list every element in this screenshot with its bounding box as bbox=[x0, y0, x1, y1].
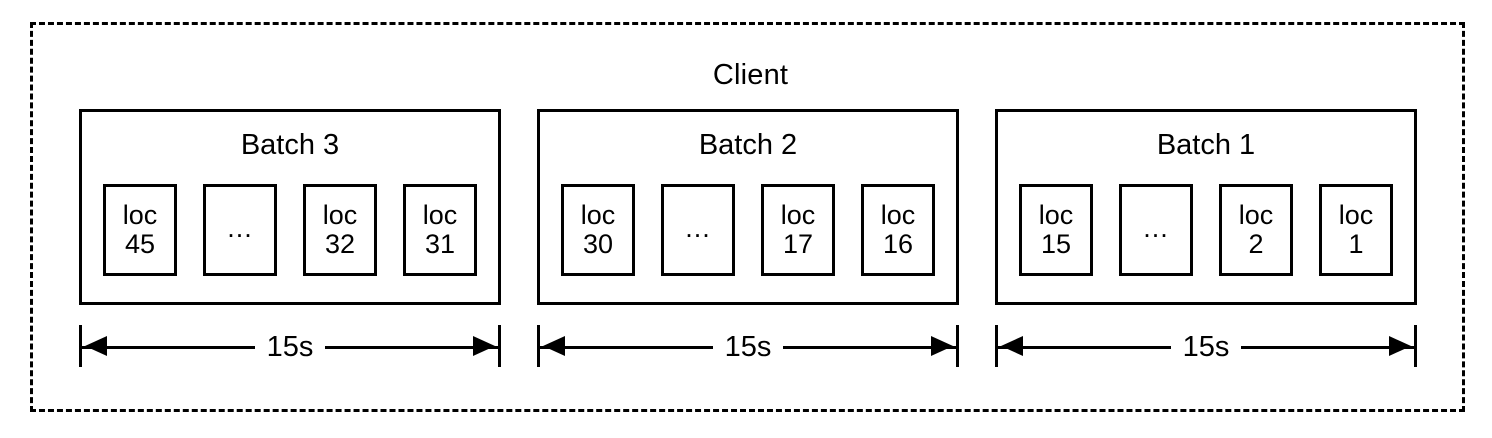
loc-ellipsis-box[interactable]: ... bbox=[661, 184, 735, 276]
arrow-right-icon bbox=[473, 336, 495, 356]
loc-number: 31 bbox=[424, 229, 456, 259]
loc-number: 15 bbox=[1040, 229, 1072, 259]
dimension-line-left bbox=[998, 345, 1171, 349]
loc-label: loc bbox=[422, 199, 458, 230]
arrow-right-icon bbox=[1389, 336, 1411, 356]
duration-dimension: 15s bbox=[79, 325, 501, 367]
ellipsis-icon: ... bbox=[227, 212, 253, 243]
loc-number: 2 bbox=[1248, 229, 1264, 259]
loc-number: 45 bbox=[124, 229, 156, 259]
dimension-arrowheads bbox=[82, 336, 498, 356]
client-container: Client bbox=[30, 22, 1465, 412]
arrow-left-icon bbox=[85, 336, 107, 356]
dimension-bar: 15s bbox=[540, 332, 957, 366]
duration-label: 15s bbox=[1182, 330, 1230, 363]
loc-label: loc bbox=[880, 199, 916, 230]
loc-label: loc bbox=[580, 199, 616, 230]
loc-label: loc bbox=[780, 199, 816, 230]
loc-number: 1 bbox=[1348, 229, 1364, 259]
dimension-tick-right bbox=[1414, 325, 1417, 367]
loc-number: 32 bbox=[324, 229, 356, 259]
loc-label: loc bbox=[1038, 199, 1074, 230]
dimension-bar: 15s bbox=[998, 332, 1415, 366]
dimension-line-right bbox=[1241, 345, 1415, 349]
loc-ellipsis-box[interactable]: ... bbox=[1119, 184, 1193, 276]
duration-dimension: 15s bbox=[537, 325, 959, 367]
loc-label: loc bbox=[322, 199, 358, 230]
batch-title: Batch 1 bbox=[1156, 129, 1256, 161]
loc-number: 17 bbox=[782, 229, 814, 259]
dimension-tick-right bbox=[956, 325, 959, 367]
dimension-tick-left bbox=[537, 325, 540, 367]
dimension-tick-left bbox=[995, 325, 998, 367]
dimension-arrowheads bbox=[998, 336, 1414, 356]
duration-label: 15s bbox=[266, 330, 314, 363]
loc-number: 30 bbox=[582, 229, 614, 259]
dimension-line-right bbox=[783, 345, 957, 349]
ellipsis-icon: ... bbox=[1143, 212, 1169, 243]
loc-label: loc bbox=[1338, 199, 1374, 230]
dimension-line-left bbox=[82, 345, 255, 349]
dimension-tick-right bbox=[498, 325, 501, 367]
dimension-arrowheads bbox=[540, 336, 956, 356]
loc-number: 16 bbox=[882, 229, 914, 259]
client-title: Client bbox=[712, 59, 789, 91]
arrow-right-icon bbox=[931, 336, 953, 356]
loc-label: loc bbox=[1238, 199, 1274, 230]
batch-title: Batch 3 bbox=[240, 129, 340, 161]
batch-title: Batch 2 bbox=[698, 129, 798, 161]
duration-label: 15s bbox=[724, 330, 772, 363]
loc-ellipsis-box[interactable]: ... bbox=[203, 184, 277, 276]
ellipsis-icon: ... bbox=[685, 212, 711, 243]
arrow-left-icon bbox=[1001, 336, 1023, 356]
dimension-line-left bbox=[540, 345, 713, 349]
duration-dimension: 15s bbox=[995, 325, 1417, 367]
arrow-left-icon bbox=[543, 336, 565, 356]
dimension-bar: 15s bbox=[82, 332, 499, 366]
dimension-tick-left bbox=[79, 325, 82, 367]
loc-label: loc bbox=[122, 199, 158, 230]
dimension-line-right bbox=[325, 345, 499, 349]
